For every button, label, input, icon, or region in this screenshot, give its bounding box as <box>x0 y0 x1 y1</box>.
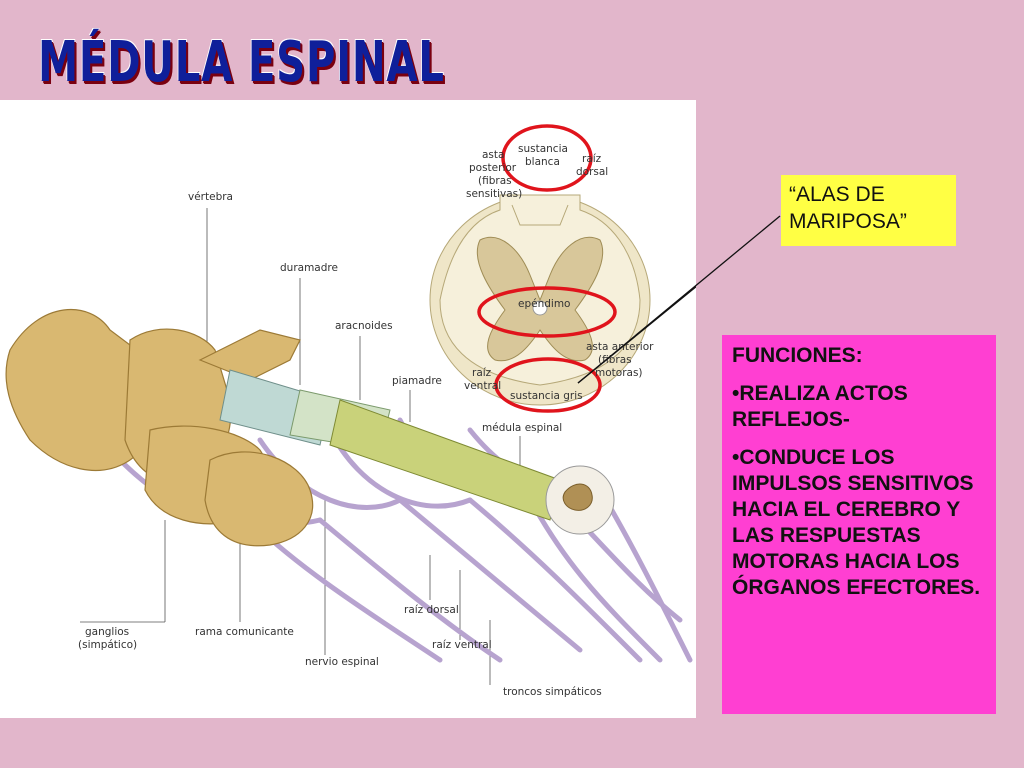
label-cs-ventral: ventral <box>464 380 501 392</box>
label-cs-blanca: blanca <box>525 156 560 168</box>
annotation-sustancia-blanca <box>501 124 593 192</box>
label-raiz-ventral: raíz ventral <box>432 639 492 651</box>
label-cs-posterior: posterior <box>469 162 517 174</box>
label-cs-sensitivas: sensitivas) <box>466 188 522 200</box>
alas-de-mariposa-callout: “ALAS DE MARIPOSA” <box>781 175 956 246</box>
label-nervio-espinal: nervio espinal <box>305 656 379 668</box>
label-cs-motoras: motoras) <box>595 367 643 379</box>
label-cs-sustancia: sustancia <box>518 143 568 155</box>
funciones-box: FUNCIONES: •REALIZA ACTOS REFLEJOS- •CON… <box>722 335 996 714</box>
label-cs-raiz-v: raíz <box>472 367 492 379</box>
label-aracnoides: aracnoides <box>335 320 393 332</box>
label-cs-fibras: (fibras <box>478 175 512 187</box>
label-ganglios: ganglios <box>85 626 129 638</box>
annotation-ellipses <box>477 124 617 413</box>
label-rama-comunicante: rama comunicante <box>195 626 294 638</box>
slide-title: MÉDULA ESPINAL <box>38 30 445 95</box>
label-cs-asta: asta <box>482 149 504 161</box>
label-vertebra: vértebra <box>188 191 233 203</box>
label-cs-ependimo: epéndimo <box>518 298 570 310</box>
vertebrae <box>5 308 314 547</box>
label-ganglios-simpatico: (simpático) <box>78 639 137 651</box>
label-raiz-dorsal: raíz dorsal <box>404 604 459 616</box>
funciones-heading: FUNCIONES: <box>732 344 863 367</box>
label-duramadre: duramadre <box>280 262 338 274</box>
label-cs-fibras-motoras-1: (fibras <box>598 354 632 366</box>
annotation-sustancia-gris <box>494 357 602 413</box>
label-medula-espinal: médula espinal <box>482 422 562 434</box>
label-cs-sustancia-gris: sustancia gris <box>510 390 583 402</box>
label-cs-asta-anterior: asta anterior <box>586 341 654 353</box>
funcion-item-2: •CONDUCE LOS IMPULSOS SENSITIVOS HACIA E… <box>732 446 981 599</box>
label-cs-raiz: raíz <box>582 153 602 165</box>
funcion-item-1: •REALIZA ACTOS REFLEJOS- <box>732 382 908 431</box>
meninges <box>219 369 615 535</box>
label-troncos-simpaticos: troncos simpáticos <box>503 686 602 698</box>
spinal-cord-diagram: vértebra duramadre aracnoides piamadre m… <box>0 100 696 718</box>
leader-lines <box>80 208 521 685</box>
label-cs-dorsal: dorsal <box>576 166 608 178</box>
label-piamadre: piamadre <box>392 375 442 387</box>
